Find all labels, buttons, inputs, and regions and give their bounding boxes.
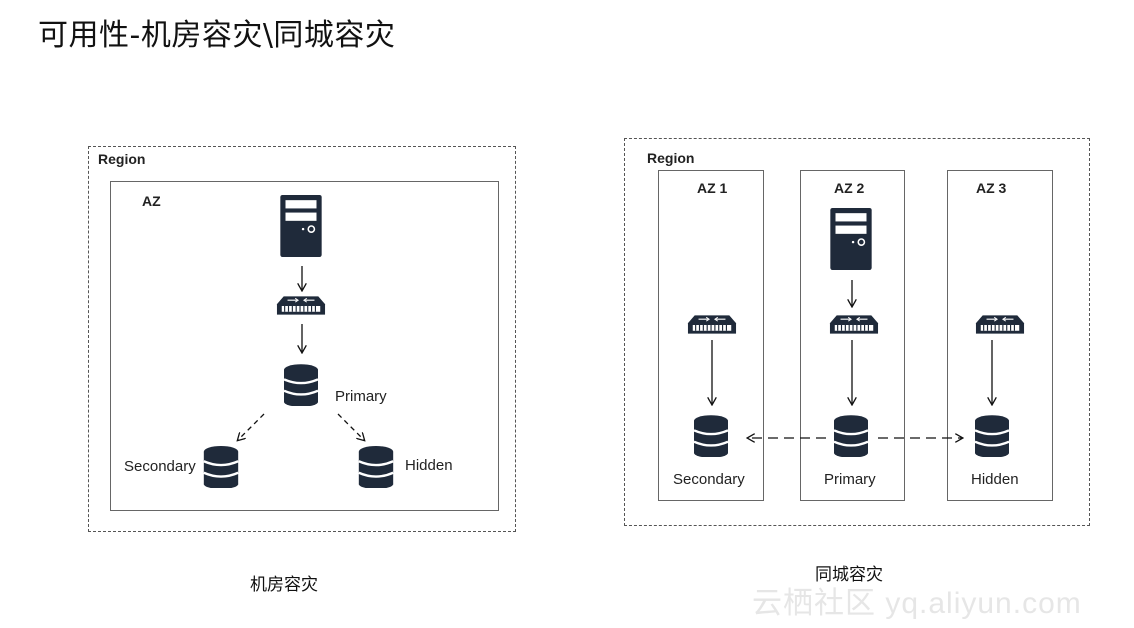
left-hidden-label: Hidden [405,457,453,474]
right-region-label: Region [647,150,695,166]
right-secondary-label: Secondary [673,471,745,488]
left-caption: 机房容灾 [250,575,318,595]
right-region-box [624,138,1090,526]
left-secondary-label: Secondary [124,458,196,475]
az3-label: AZ 3 [976,180,1007,196]
arrow-primary-to-secondary [238,413,265,440]
left-primary-label: Primary [335,388,387,405]
left-region-label: Region [98,151,146,167]
page-title: 可用性-机房容灾\同城容灾 [38,18,396,53]
az2-label: AZ 2 [834,180,865,196]
left-az-label: AZ [142,193,161,209]
right-hidden-label: Hidden [971,471,1019,488]
az1-label: AZ 1 [697,180,728,196]
left-region-box [88,146,516,532]
watermark: 云栖社区 yq.aliyun.com [752,587,1082,620]
right-primary-label: Primary [824,471,876,488]
right-caption: 同城容灾 [815,565,883,585]
arrow-primary-to-hidden [337,413,364,440]
